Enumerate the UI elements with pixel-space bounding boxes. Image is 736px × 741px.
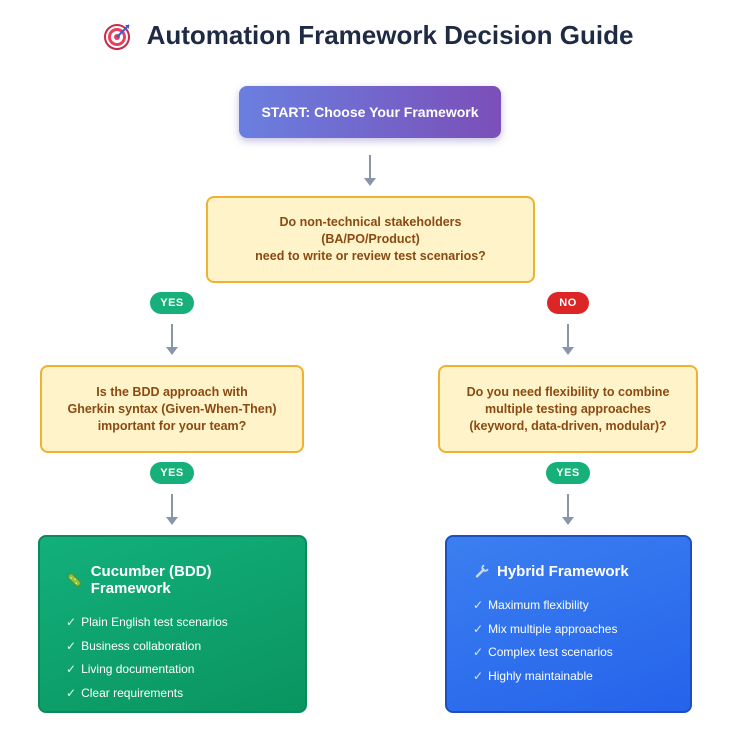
cucumber-icon (67, 573, 81, 587)
no-badge-right: NO (547, 292, 589, 314)
yes-badge-label: YES (160, 467, 184, 479)
yes-badge-left: YES (150, 292, 194, 314)
arrow-no-to-q3 (561, 324, 575, 355)
check-icon: ✓ (473, 645, 484, 659)
yes-badge-q3: YES (546, 462, 590, 484)
list-item: ✓ Mix multiple approaches (473, 618, 666, 642)
list-item-text: Business collaboration (81, 638, 202, 653)
list-item-text: Highly maintainable (488, 668, 593, 683)
check-icon: ✓ (66, 685, 77, 700)
list-item: ✓ Complex test scenarios (473, 641, 666, 665)
question-line: Do you need flexibility to combine (466, 384, 670, 399)
list-item-text: Living documentation (81, 662, 195, 676)
question-stakeholders: Do non-technical stakeholders (BA/PO/Pro… (206, 196, 535, 283)
list-item-text: Maximum flexibility (488, 598, 589, 612)
question-line: (keyword, data-driven, modular)? (469, 418, 667, 433)
arrow-q3-to-hybrid (561, 494, 575, 525)
start-node: START: Choose Your Framework (239, 86, 501, 138)
question-line: multiple testing approaches (484, 401, 651, 416)
list-item-text: Clear requirements (81, 685, 184, 700)
result-cucumber-title-text: Cucumber (BDD) Framework (90, 563, 212, 597)
result-cucumber: Cucumber (BDD) Framework ✓ Plain English … (38, 535, 307, 713)
question-line: Gherkin syntax (Given-When-Then) (67, 401, 277, 416)
arrow-q2-to-cucumber (165, 494, 179, 525)
result-hybrid-title-text: Hybrid Framework (497, 563, 629, 580)
result-cucumber-title: Cucumber (BDD) Framework (66, 563, 281, 597)
list-item-text: Mix multiple approaches (488, 621, 618, 636)
list-item: ✓ Plain English test scenarios (66, 611, 281, 635)
result-hybrid: Hybrid Framework ✓ Maximum flexibility ✓ M… (445, 535, 692, 713)
target-icon (103, 23, 130, 50)
list-item: ✓ Highly maintainable (473, 665, 666, 689)
question-line: (BA/PO/Product) (321, 232, 420, 246)
result-hybrid-title: Hybrid Framework (473, 563, 666, 580)
list-item: ✓ Maximum flexibility (473, 594, 666, 618)
page-title: Automation Framework Decision Guide (0, 20, 736, 51)
list-item: ✓ Clear requirements (66, 682, 281, 706)
check-icon: ✓ (66, 638, 77, 653)
yes-badge-label: YES (556, 467, 580, 479)
check-icon: ✓ (473, 598, 484, 612)
check-icon: ✓ (66, 615, 77, 629)
no-badge-label: NO (559, 297, 577, 309)
yes-badge-q2: YES (150, 462, 194, 484)
start-node-label: START: Choose Your Framework (261, 104, 479, 120)
check-icon: ✓ (473, 621, 484, 636)
question-line: Is the BDD approach with (96, 384, 248, 399)
yes-badge-label: YES (160, 297, 184, 309)
question-line: need to write or review test scenarios? (255, 249, 486, 263)
question-bdd: Is the BDD approach with Gherkin syntax … (40, 365, 304, 453)
list-item: ✓ Living documentation (66, 658, 281, 682)
wrench-icon (475, 564, 489, 578)
list-item-text: Plain English test scenarios (81, 615, 228, 629)
question-line: Do non-technical stakeholders (279, 215, 462, 229)
arrow-start-to-q1 (363, 155, 377, 186)
check-icon: ✓ (473, 668, 484, 683)
list-item-text: Complex test scenarios (488, 645, 613, 659)
arrow-yes-to-q2 (165, 324, 179, 355)
list-item: ✓ Business collaboration (66, 635, 281, 659)
question-flexibility: Do you need flexibility to combine multi… (438, 365, 698, 453)
page-title-text: Automation Framework Decision Guide (146, 20, 634, 50)
check-icon: ✓ (66, 662, 77, 676)
question-line: important for your team? (97, 418, 247, 433)
